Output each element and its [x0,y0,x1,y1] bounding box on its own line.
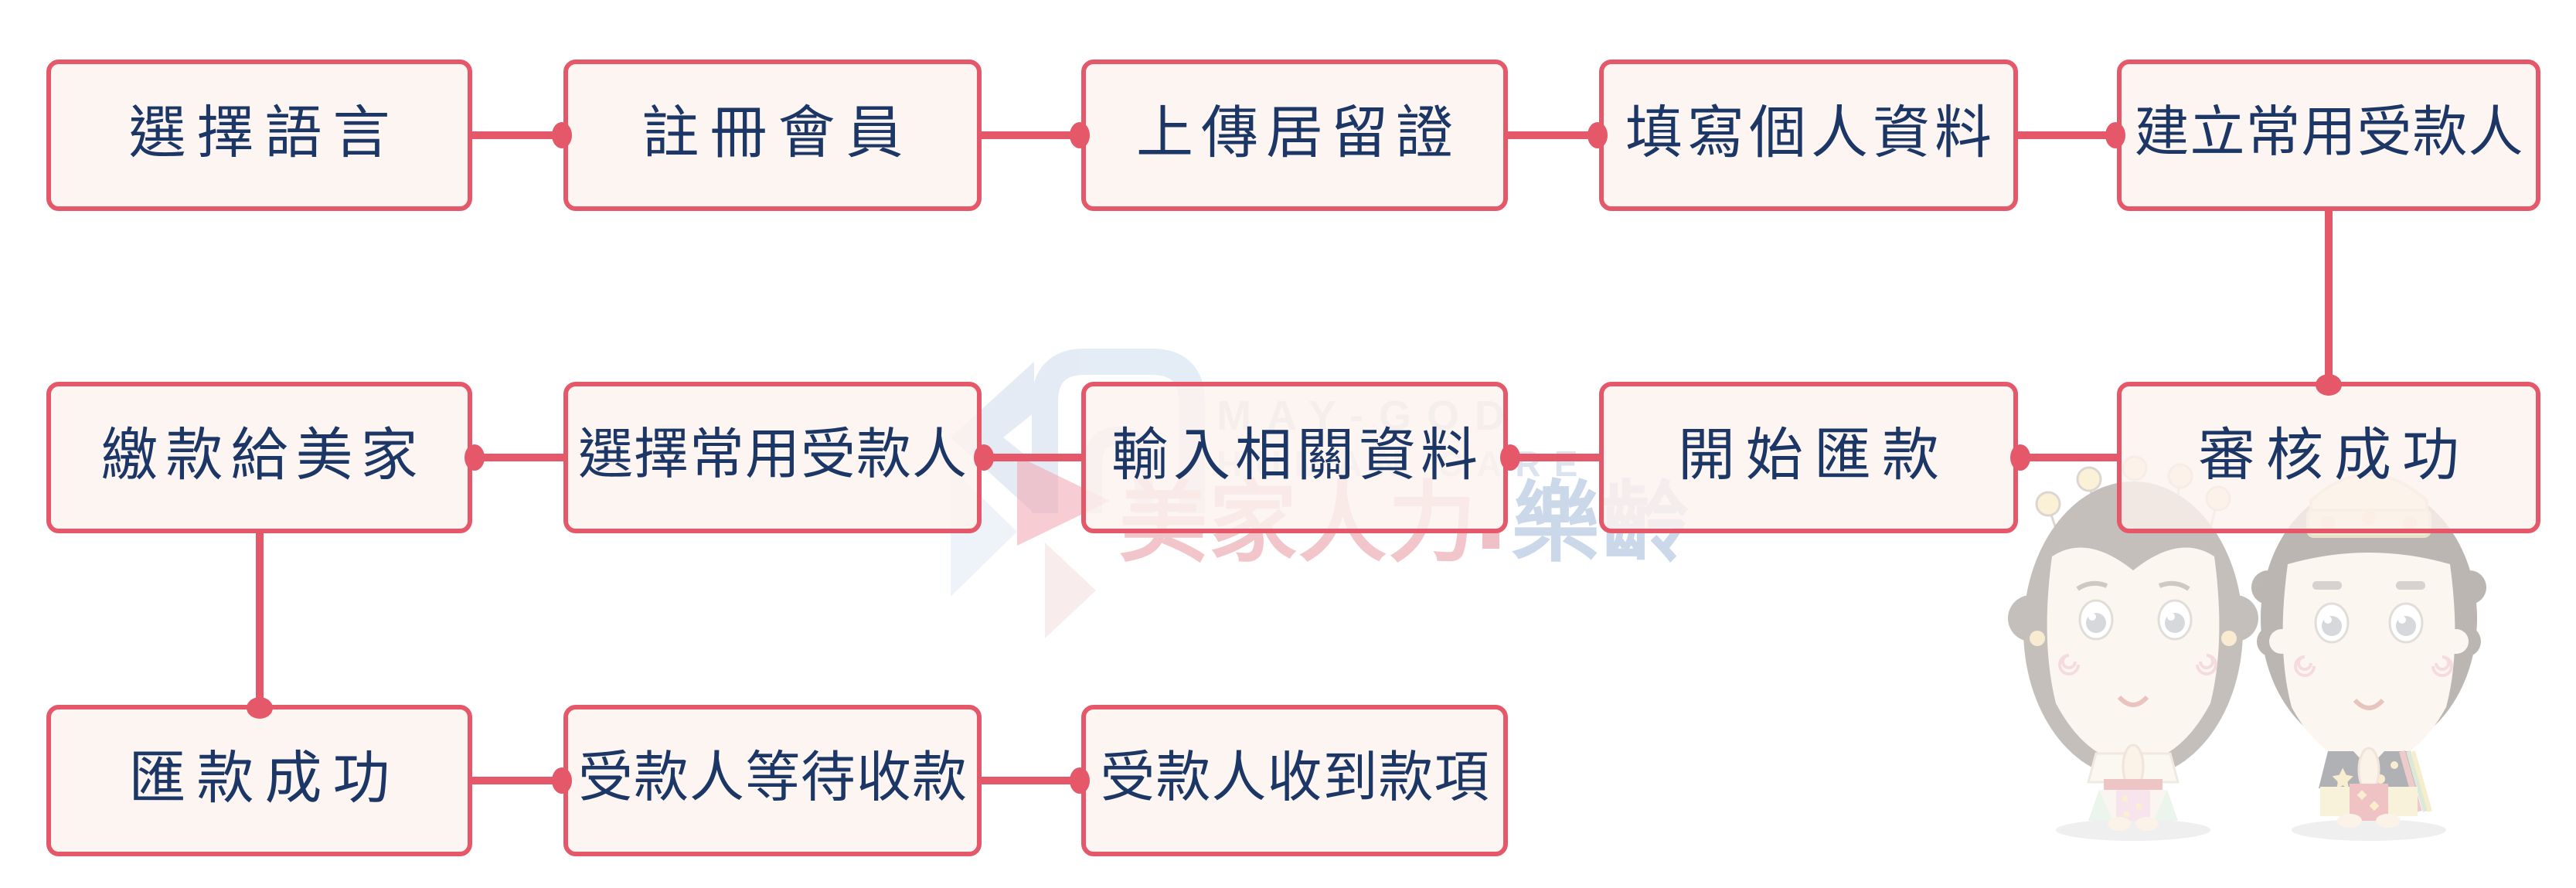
step-label: 開始匯款 [1678,422,1950,487]
step-box-create-payee: 建立常用受款人 [2117,60,2540,211]
step-box-review-success: 審核成功 [2117,382,2540,533]
watermark-brand-separator [1482,532,1499,549]
step-box-payee-received: 受款人收到款項 [1081,705,1508,856]
step-box-select-language: 選擇語言 [46,60,472,211]
step-label: 選擇常用受款人 [577,424,968,485]
step-label: 填寫個人資料 [1625,100,1996,165]
step-label: 受款人等待收款 [577,747,968,808]
step-label: 建立常用受款人 [2134,102,2524,163]
step-label: 匯款成功 [128,745,401,810]
step-label: 輸入相關資料 [1111,422,1482,487]
step-box-upload-arc: 上傳居留證 [1081,60,1508,211]
step-label: 受款人收到款項 [1100,747,1490,808]
step-box-fill-personal-data: 填寫個人資料 [1599,60,2018,211]
step-label: 註冊會員 [641,100,914,165]
may-god-logo-icon [951,349,1205,638]
step-box-start-remittance: 開始匯款 [1599,382,2018,533]
mascot-woman-illustration [2008,455,2258,841]
step-box-pay-to-maygod: 繳款給美家 [46,382,472,533]
step-label: 選擇語言 [128,100,401,165]
step-box-select-payee: 選擇常用受款人 [563,382,982,533]
mascot-man-illustration [2251,473,2486,841]
step-box-register-member: 註冊會員 [563,60,982,211]
step-box-enter-related-data: 輸入相關資料 [1081,382,1508,533]
step-box-remittance-success: 匯款成功 [46,705,472,856]
step-label: 上傳居留證 [1136,100,1461,165]
step-label: 繳款給美家 [100,422,426,487]
step-label: 審核成功 [2198,422,2470,487]
step-box-payee-waiting: 受款人等待收款 [563,705,982,856]
